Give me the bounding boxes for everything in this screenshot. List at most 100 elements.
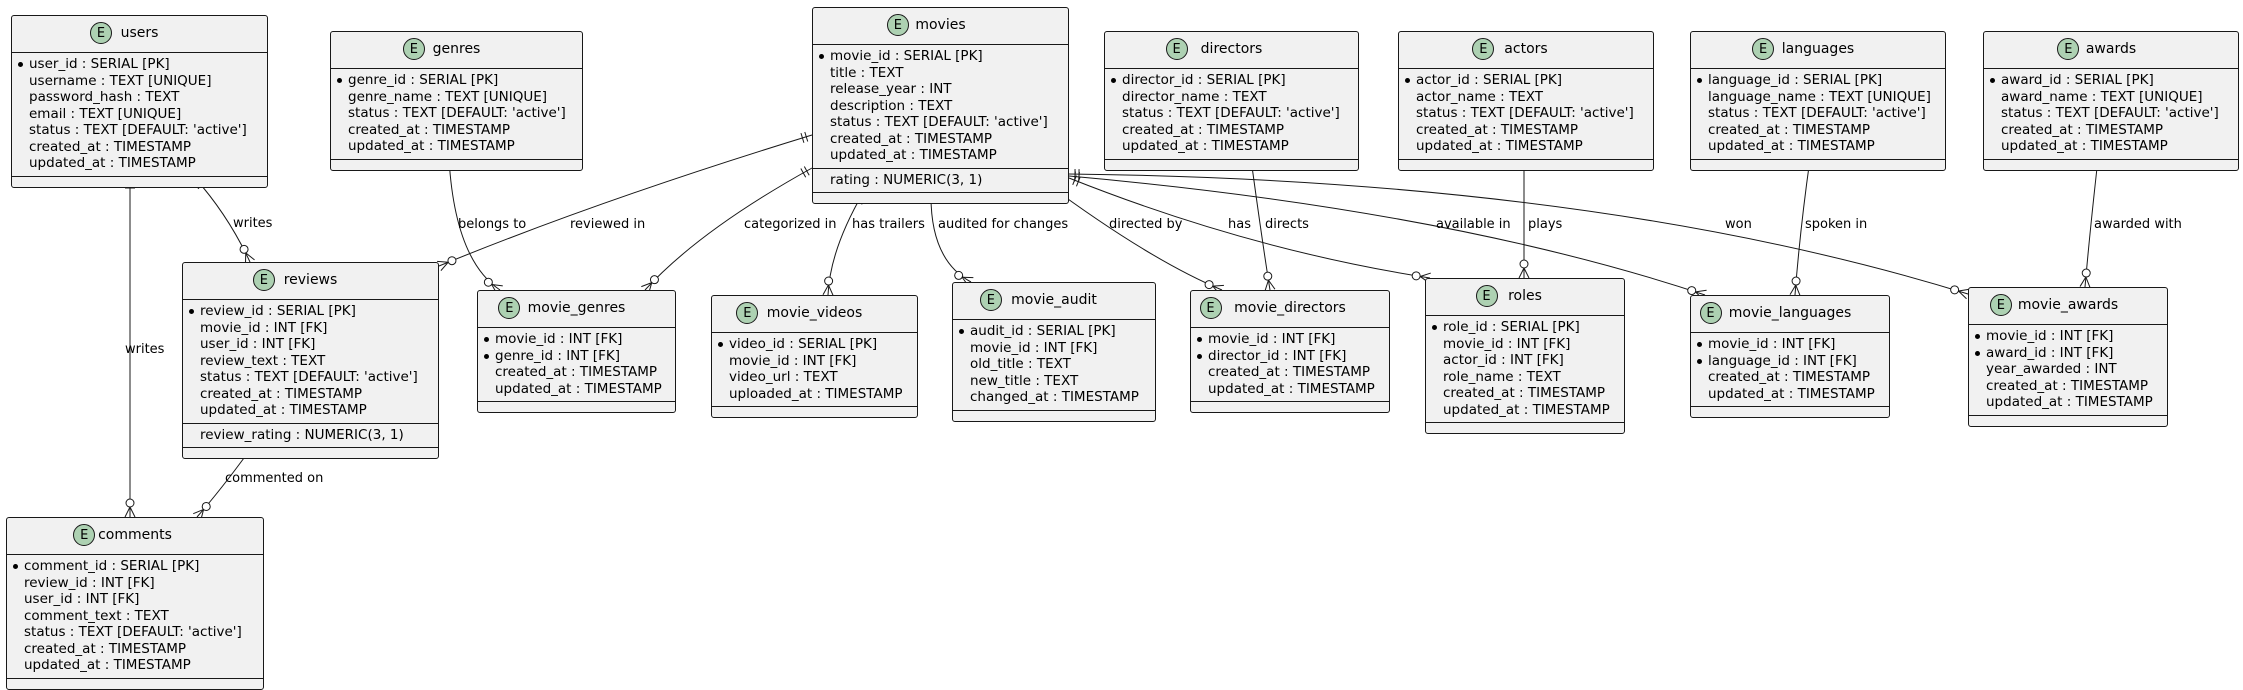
- field: review_text : TEXT: [183, 353, 438, 370]
- relationship-movies-movie-audit: audited for changes: [926, 193, 1069, 286]
- field: status : TEXT [DEFAULT: 'active']: [331, 105, 582, 122]
- entity-footer: [1969, 415, 2167, 426]
- field-text: release_year : INT: [830, 81, 952, 97]
- field-text: review_id : SERIAL [PK]: [200, 303, 356, 319]
- entity-title: reviews: [183, 272, 438, 288]
- relationship-label: categorized in: [744, 217, 836, 232]
- field-text: status : TEXT [DEFAULT: 'active']: [1416, 105, 1634, 121]
- field-text: updated_at : TIMESTAMP: [200, 402, 367, 418]
- key-marker-icon: [1697, 359, 1702, 364]
- field-group: user_id : SERIAL [PK]username : TEXT [UN…: [12, 53, 267, 176]
- field-text: status : TEXT [DEFAULT: 'active']: [1708, 105, 1926, 121]
- field: updated_at : TIMESTAMP: [12, 155, 267, 172]
- key-field: movie_id : INT [FK]: [1969, 328, 2167, 345]
- field: created_at : TIMESTAMP: [1984, 122, 2238, 139]
- field: updated_at : TIMESTAMP: [1191, 381, 1389, 398]
- entity-badge-icon: E: [1166, 38, 1188, 60]
- field-text: actor_id : SERIAL [PK]: [1416, 72, 1562, 88]
- field-text: created_at : TIMESTAMP: [1708, 369, 1870, 385]
- field: status : TEXT [DEFAULT: 'active']: [813, 114, 1068, 131]
- field-group: audit_id : SERIAL [PK]movie_id : INT [FK…: [953, 320, 1155, 410]
- field-text: created_at : TIMESTAMP: [2001, 122, 2163, 138]
- key-marker-icon: [484, 354, 489, 359]
- field: changed_at : TIMESTAMP: [953, 389, 1155, 406]
- key-field: movie_id : SERIAL [PK]: [813, 48, 1068, 65]
- entity-badge-icon: E: [887, 14, 909, 36]
- field-text: movie_id : INT [FK]: [200, 320, 327, 336]
- field-group: language_id : SERIAL [PK]language_name :…: [1691, 69, 1945, 159]
- relationship-line: [828, 193, 863, 295]
- field: status : TEXT [DEFAULT: 'active']: [7, 624, 263, 641]
- optional-marker-icon: [202, 502, 210, 510]
- relationship-genres-movie-genres: belongs to: [444, 159, 526, 294]
- key-field: video_id : SERIAL [PK]: [712, 336, 917, 353]
- optional-marker-icon: [1205, 281, 1213, 289]
- field-text: email : TEXT [UNIQUE]: [29, 106, 181, 122]
- field-text: created_at : TIMESTAMP: [200, 386, 362, 402]
- relationship-directors-movie-directors: directs: [1247, 159, 1309, 291]
- key-field: movie_id : INT [FK]: [1691, 336, 1889, 353]
- field-text: uploaded_at : TIMESTAMP: [729, 386, 903, 402]
- entity-badge-icon: E: [90, 22, 112, 44]
- field-text: old_title : TEXT: [970, 356, 1071, 372]
- crowfoot-marker-icon: [1420, 273, 1431, 276]
- field-text: description : TEXT: [830, 98, 952, 114]
- field: uploaded_at : TIMESTAMP: [712, 386, 917, 403]
- crowfoot-marker-icon: [437, 261, 448, 262]
- field-text: movie_id : SERIAL [PK]: [830, 48, 983, 64]
- field-group: movie_id : INT [FK]genre_id : INT [FK]cr…: [478, 328, 675, 401]
- field: status : TEXT [DEFAULT: 'active']: [12, 122, 267, 139]
- key-marker-icon: [1697, 342, 1702, 347]
- relationship-users-comments: writes: [125, 178, 165, 517]
- optional-marker-icon: [1951, 286, 1959, 294]
- field-text: director_id : INT [FK]: [1208, 348, 1346, 364]
- relationship-awards-movie-awards: awarded with: [2080, 159, 2182, 287]
- entity-footer: [712, 406, 917, 417]
- field-text: updated_at : TIMESTAMP: [830, 147, 997, 163]
- field-group: review_id : SERIAL [PK]movie_id : INT [F…: [183, 300, 438, 423]
- field-text: role_id : SERIAL [PK]: [1443, 319, 1580, 335]
- crowfoot-marker-icon: [125, 507, 130, 517]
- one-marker-icon: [801, 168, 806, 177]
- crowfoot-marker-icon: [1696, 290, 1707, 292]
- field-text: video_url : TEXT: [729, 369, 838, 385]
- field-text: award_id : SERIAL [PK]: [2001, 72, 2154, 88]
- entity-footer: [331, 159, 582, 170]
- relationship-label: writes: [125, 342, 165, 357]
- field: created_at : TIMESTAMP: [1426, 385, 1624, 402]
- field: created_at : TIMESTAMP: [478, 364, 675, 381]
- field-group: movie_id : INT [FK]language_id : INT [FK…: [1691, 333, 1889, 406]
- field-text: language_id : INT [FK]: [1708, 353, 1857, 369]
- field-text: created_at : TIMESTAMP: [29, 139, 191, 155]
- field: description : TEXT: [813, 98, 1068, 115]
- entity-footer: [1191, 401, 1389, 412]
- field: updated_at : TIMESTAMP: [813, 147, 1068, 164]
- relationship-line: [1046, 183, 1222, 290]
- optional-marker-icon: [955, 271, 963, 279]
- field-text: language_name : TEXT [UNIQUE]: [1708, 89, 1931, 105]
- field-text: updated_at : TIMESTAMP: [1708, 386, 1875, 402]
- optional-marker-icon: [1412, 272, 1420, 280]
- field-text: review_rating : NUMERIC(3, 1): [200, 427, 404, 443]
- relationship-actors-roles: plays: [1519, 159, 1563, 278]
- field-text: updated_at : TIMESTAMP: [29, 155, 196, 171]
- field-text: role_name : TEXT: [1443, 369, 1561, 385]
- field-text: genre_name : TEXT [UNIQUE]: [348, 89, 547, 105]
- field-text: movie_id : INT [FK]: [970, 340, 1097, 356]
- key-field: language_id : INT [FK]: [1691, 353, 1889, 370]
